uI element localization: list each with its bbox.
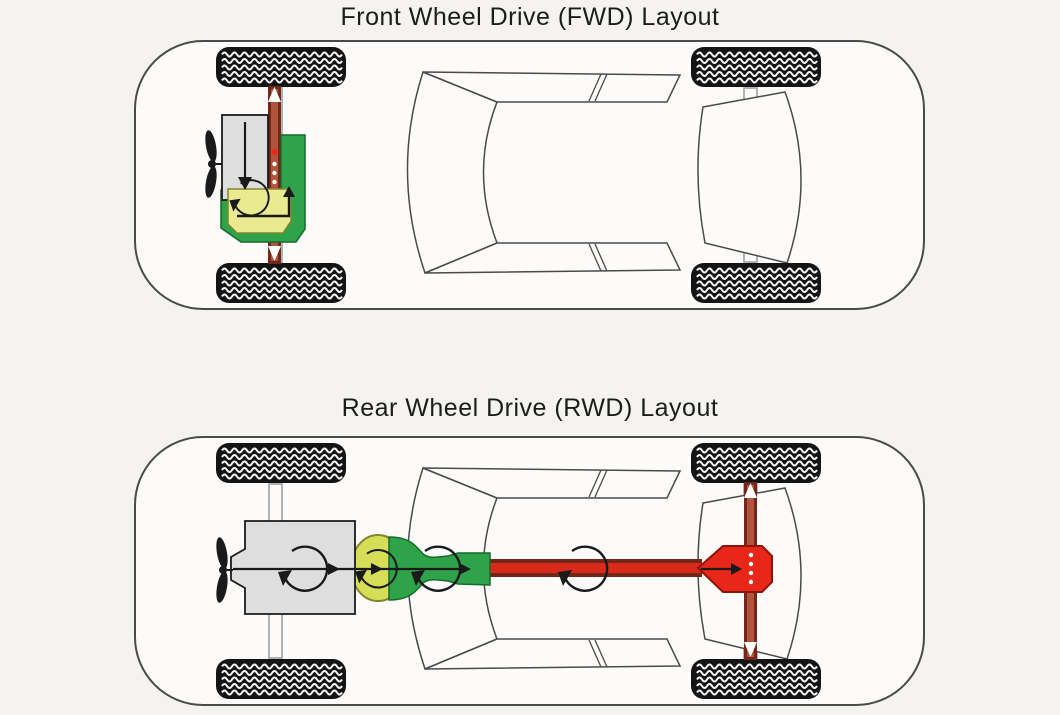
driveshaft: [487, 559, 702, 577]
axle-arrow-up-icon: [744, 483, 757, 498]
diff-dot: [748, 579, 754, 585]
rwd-layout-title: Rear Wheel Drive (RWD) Layout: [341, 394, 719, 422]
rwd-drivetrain: [216, 482, 773, 660]
rwd-car-diagram: [0, 436, 1060, 708]
axle-arrow-down-icon: [268, 246, 281, 261]
power-flow-arrow-icon: [233, 563, 471, 575]
diff-dot: [748, 552, 754, 558]
axle-marker-dot: [271, 149, 278, 155]
diff-flow-arrow-icon: [701, 563, 742, 575]
axle-dot: [272, 170, 277, 176]
diff-dot: [748, 561, 754, 567]
transmission: [227, 188, 292, 234]
diff-dot: [748, 570, 754, 576]
engine: [230, 520, 356, 615]
axle-dot: [272, 179, 277, 185]
power-flow-arrow-up-icon: [237, 186, 295, 218]
axle-arrow-down-icon: [744, 642, 757, 657]
fwd-car-diagram: [0, 40, 1060, 312]
radiator-fan-icon: [205, 130, 222, 198]
fwd-layout-title: Front Wheel Drive (FWD) Layout: [340, 3, 720, 31]
axle-arrow-up-icon: [268, 87, 281, 102]
radiator-fan-icon: [216, 537, 233, 603]
fwd-drivetrain: [205, 86, 306, 264]
axle-dot: [272, 161, 277, 167]
